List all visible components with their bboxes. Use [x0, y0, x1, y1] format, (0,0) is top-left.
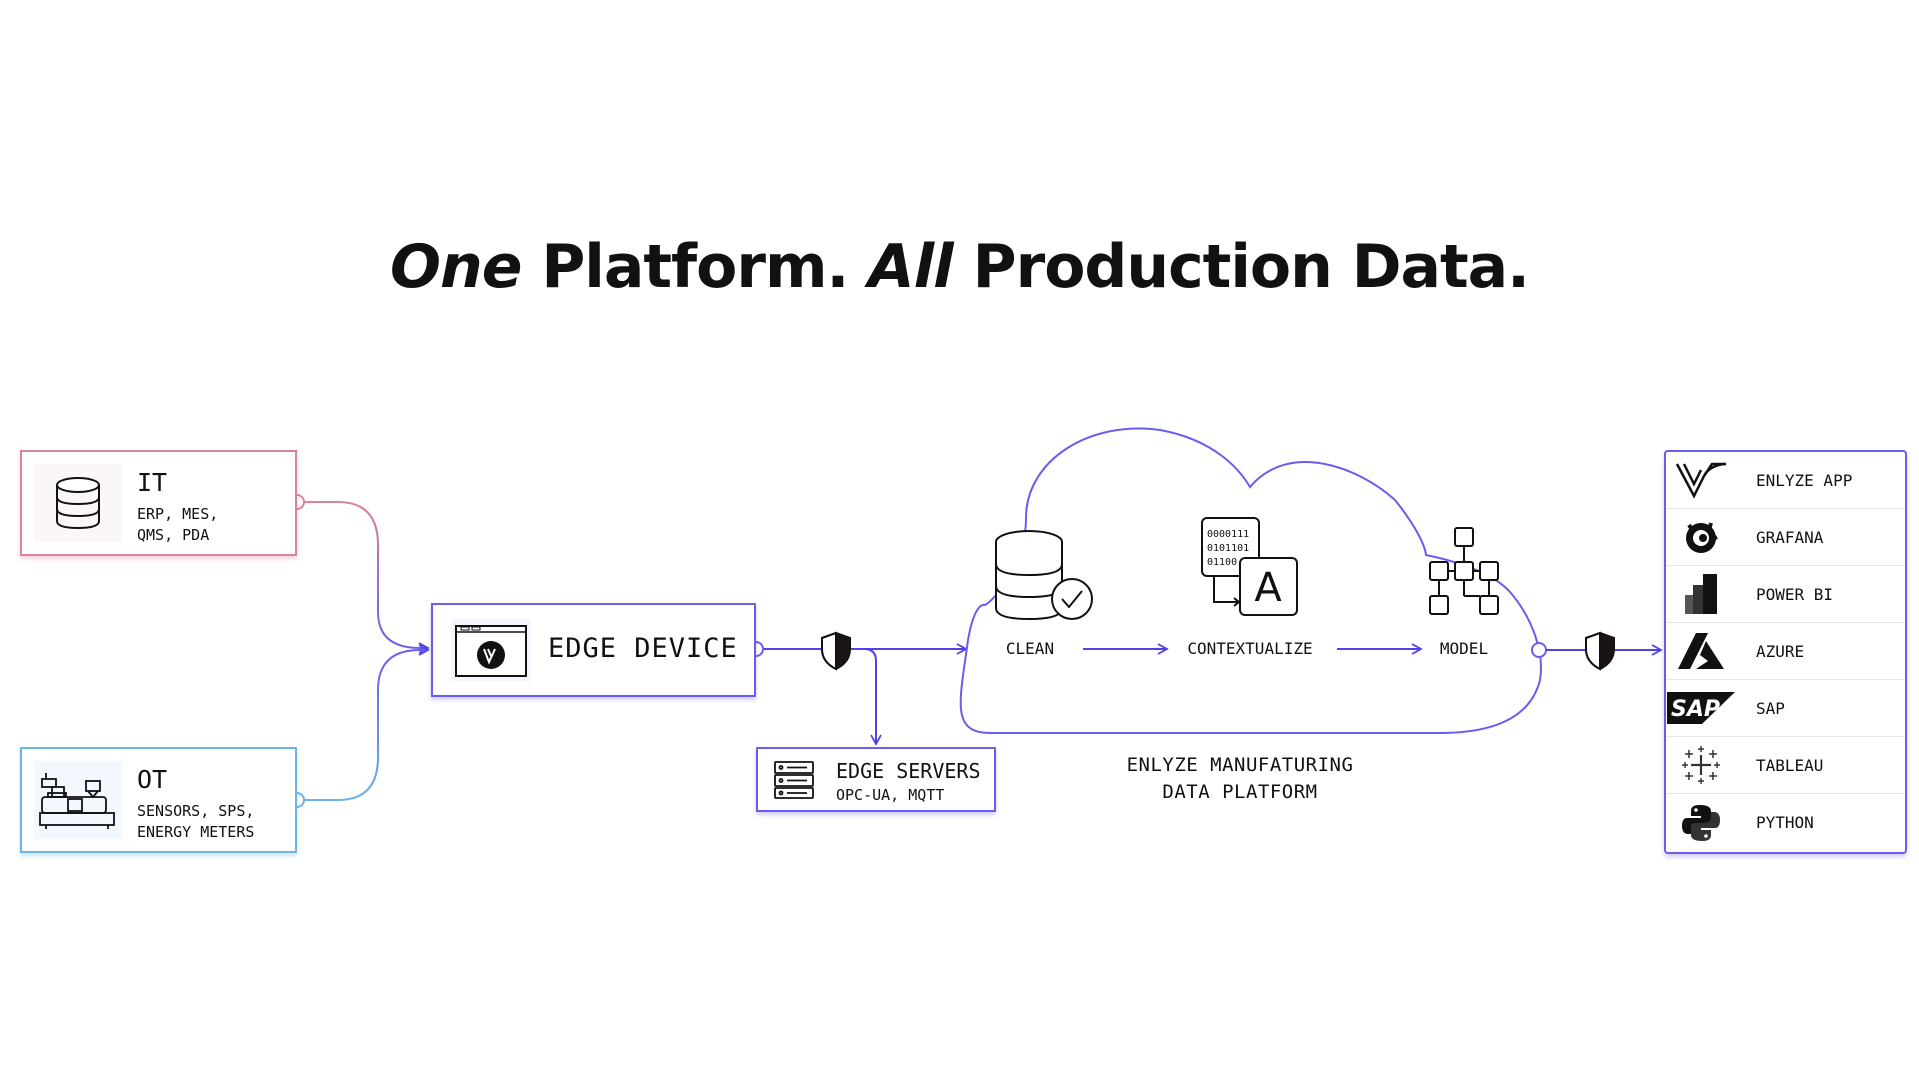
destination-label: PYTHON — [1756, 813, 1814, 832]
ot-title: OT — [137, 765, 168, 794]
destination-python: PYTHON — [1666, 794, 1905, 851]
destination-label: ENLYZE APP — [1756, 470, 1853, 490]
destination-enlyze-app: ENLYZE APP — [1666, 452, 1905, 509]
destination-sap: SAP SAP — [1666, 680, 1905, 737]
page-title: One Platform. All Production Data. — [0, 232, 1919, 302]
edge-to-servers-connector — [845, 648, 882, 746]
grafana-logo-icon — [1666, 509, 1736, 566]
stage-clean: CLEAN — [1005, 639, 1055, 658]
destination-label: POWER BI — [1756, 584, 1834, 604]
destination-power-bi: POWER BI — [1666, 566, 1905, 623]
letter-a: A — [1254, 565, 1282, 611]
edge-device-icon — [451, 619, 531, 681]
cloud-port — [1531, 642, 1547, 658]
database-icon — [34, 464, 122, 542]
machine-icon — [34, 761, 122, 839]
destination-grafana: GRAFANA — [1666, 509, 1905, 566]
stage-contextualize: CONTEXTUALIZE — [1187, 639, 1313, 658]
shield-icon — [1585, 631, 1615, 671]
it-source-card: IT ERP, MES, QMS, PDA — [20, 450, 297, 556]
powerbi-logo-icon — [1666, 566, 1736, 623]
it-subtitle-line2: QMS, PDA — [137, 526, 210, 544]
headline-one: One — [390, 232, 522, 302]
ot-connector — [297, 644, 430, 801]
binary-line-2: 0101101 — [1207, 543, 1249, 554]
destinations-list: ENLYZE APP GRAFANA POWER BI — [1664, 450, 1907, 854]
python-logo-icon — [1666, 794, 1736, 851]
edge-servers-subtitle: OPC-UA, MQTT — [836, 786, 945, 804]
destination-label: SAP — [1756, 698, 1785, 718]
edge-device-card: EDGE DEVICE — [431, 603, 756, 697]
sap-logo-icon: SAP — [1666, 680, 1736, 737]
tableau-logo-icon — [1666, 737, 1736, 794]
platform-label-line2: DATA PLATFORM — [1162, 781, 1318, 803]
headline-platform: Platform. — [521, 232, 869, 302]
binary-line-3: 01100 — [1207, 557, 1237, 568]
destination-tableau: TABLEAU — [1666, 737, 1905, 794]
edge-servers-title: EDGE SERVERS — [836, 759, 981, 783]
shield-icon — [821, 631, 851, 671]
platform-label-line1: ENLYZE MANUFATURING — [1126, 754, 1354, 776]
platform-label: ENLYZE MANUFATURING DATA PLATFORM — [1080, 752, 1400, 806]
destination-label: GRAFANA — [1756, 527, 1824, 547]
ot-source-card: OT SENSORS, SPS, ENERGY METERS — [20, 747, 297, 853]
it-subtitle-line1: ERP, MES, — [137, 505, 219, 523]
model-tree-icon — [1429, 527, 1499, 615]
headline-all: All — [868, 232, 954, 302]
ot-subtitle-line2: ENERGY METERS — [137, 823, 255, 841]
edge-servers-card: EDGE SERVERS OPC-UA, MQTT — [756, 747, 996, 812]
edge-device-title: EDGE DEVICE — [548, 633, 738, 664]
destination-label: AZURE — [1756, 641, 1805, 661]
ot-subtitle-line1: SENSORS, SPS, — [137, 802, 255, 820]
it-subtitle: ERP, MES, QMS, PDA — [137, 504, 287, 546]
svg-text:SAP: SAP — [1671, 697, 1720, 722]
binary-line-1: 0000111 — [1207, 529, 1249, 540]
cloud-outline — [959, 427, 1542, 734]
destination-azure: AZURE — [1666, 623, 1905, 680]
enlyze-logo-icon — [1666, 452, 1736, 509]
database-check-icon — [995, 530, 1093, 621]
server-rack-icon — [772, 759, 816, 801]
headline-production-data: Production Data. — [952, 232, 1530, 302]
it-title: IT — [137, 468, 168, 497]
stage-model: MODEL — [1439, 639, 1489, 658]
it-connector — [297, 501, 430, 654]
destination-label: TABLEAU — [1756, 755, 1824, 775]
contextualize-icon: 0000111 0101101 01100 A — [1201, 517, 1298, 616]
ot-subtitle: SENSORS, SPS, ENERGY METERS — [137, 801, 287, 843]
azure-logo-icon — [1666, 623, 1736, 680]
